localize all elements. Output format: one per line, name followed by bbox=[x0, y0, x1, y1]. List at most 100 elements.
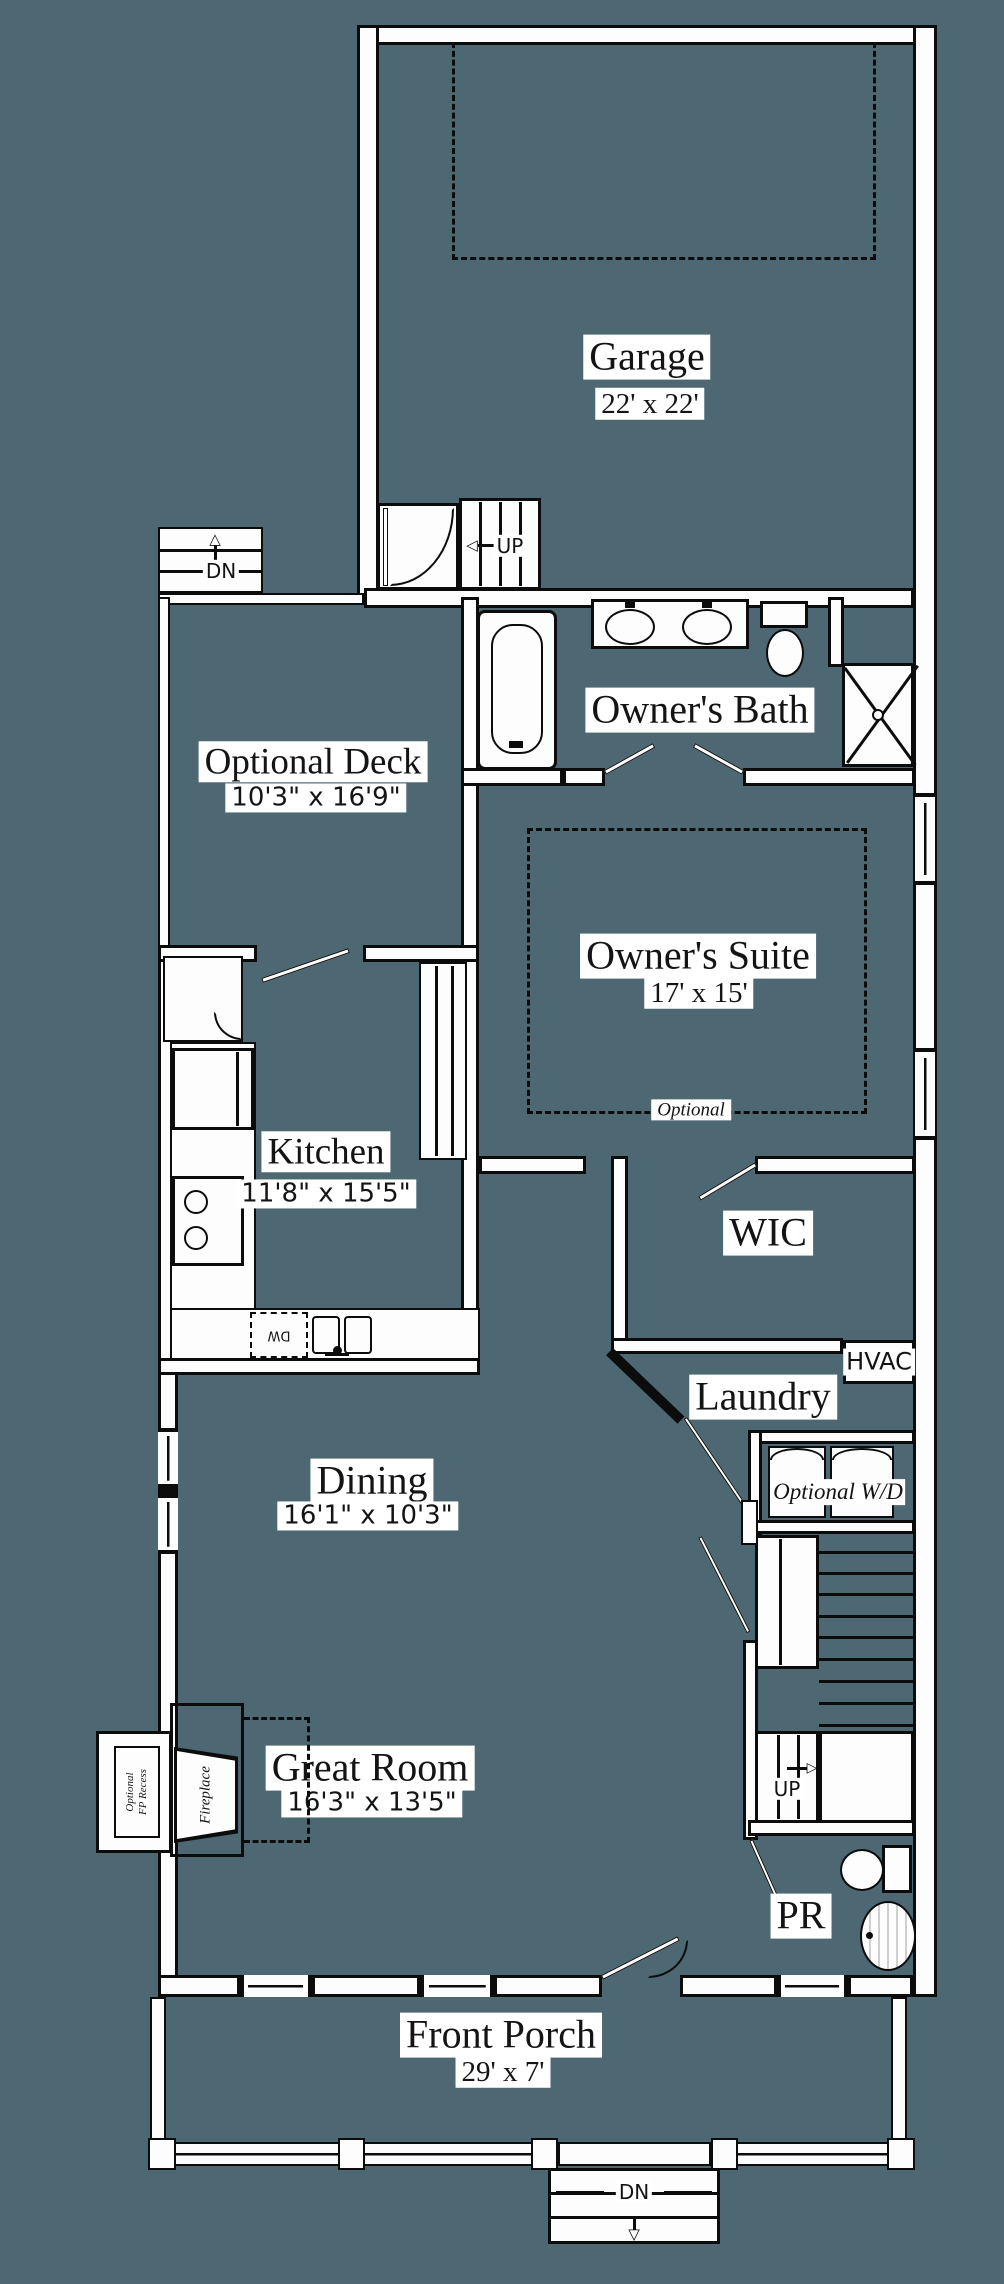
front-window bbox=[420, 1975, 494, 1997]
stair-landing bbox=[819, 1731, 914, 1823]
porch-dn-label: DN bbox=[615, 2180, 653, 2203]
tub-faucet-icon bbox=[509, 741, 523, 748]
stair-tread bbox=[819, 1636, 913, 1639]
kitchen-bottom-wall bbox=[158, 1358, 480, 1375]
garage-label: Garage bbox=[583, 334, 711, 380]
pr-faucet-icon bbox=[866, 1932, 873, 1939]
wic-label: WIC bbox=[723, 1210, 813, 1256]
porch-post bbox=[148, 2138, 176, 2170]
front-window bbox=[240, 1975, 312, 1997]
porch-railing bbox=[365, 2142, 531, 2166]
pr-toilet-bowl-icon bbox=[840, 1849, 884, 1891]
dn-arrow-tail bbox=[633, 2218, 636, 2230]
wic-bottom-wall bbox=[611, 1338, 843, 1354]
window-mullion bbox=[158, 1488, 178, 1494]
dishwasher-outline bbox=[250, 1312, 308, 1358]
porch-post bbox=[531, 2138, 558, 2170]
hall-closet-jamb bbox=[741, 1500, 758, 1545]
dn-leader-line bbox=[163, 570, 193, 573]
wd-closet-top-wall bbox=[753, 1430, 915, 1444]
deck-rail-top bbox=[158, 593, 364, 605]
dining-dims: 16'1" x 10'3" bbox=[277, 1501, 459, 1531]
bathtub bbox=[477, 610, 557, 770]
porch-post bbox=[338, 2138, 365, 2170]
optional-deck-label: Optional Deck bbox=[198, 741, 428, 783]
stair-tread bbox=[819, 1572, 913, 1575]
shower-divider-wall bbox=[828, 597, 844, 667]
bath-double-door-right bbox=[692, 743, 745, 775]
kitchen-dims: 11'8" x 15'5" bbox=[235, 1179, 417, 1209]
firebox bbox=[177, 1751, 235, 1839]
hvac-label: HVAC bbox=[843, 1348, 915, 1376]
owners-suite-dims: 17' x 15' bbox=[644, 976, 754, 1010]
porch-railing bbox=[176, 2142, 338, 2166]
stair-tread bbox=[819, 1551, 913, 1554]
deck-door bbox=[261, 948, 350, 983]
wic-door bbox=[698, 1162, 758, 1201]
pr-toilet-tank bbox=[882, 1845, 912, 1893]
garage-storage-dashed-outline bbox=[452, 42, 876, 260]
front-door-swing bbox=[648, 1940, 688, 1978]
landing-bottom-wall bbox=[748, 1820, 915, 1836]
laundry-label: Laundry bbox=[689, 1374, 837, 1420]
main-up-label: UP bbox=[770, 1777, 804, 1800]
toilet-tank bbox=[760, 601, 808, 628]
up-arrow-tail bbox=[478, 544, 496, 547]
hall-closet-door bbox=[698, 1536, 751, 1634]
up-arrow-tail bbox=[787, 1767, 807, 1770]
front-wall bbox=[680, 1975, 777, 1997]
dn-leader-line bbox=[245, 570, 259, 573]
toilet-bowl-icon bbox=[766, 629, 804, 677]
stair-tread bbox=[819, 1724, 913, 1727]
stair-half-wall bbox=[755, 1535, 819, 1669]
sink-faucet-bar bbox=[325, 1353, 349, 1356]
dining-window bbox=[158, 1494, 178, 1554]
optional-deck-dims: 10'3" x 16'9" bbox=[225, 783, 407, 813]
tray-optional-label: Optional bbox=[651, 1099, 731, 1121]
fp-recess-inner-box bbox=[114, 1746, 160, 1838]
bath-double-door-left bbox=[603, 743, 656, 775]
front-wall bbox=[848, 1975, 913, 1997]
left-arrow-icon: ◁ bbox=[466, 536, 478, 554]
bath-bottom-wall bbox=[563, 768, 605, 786]
stair-lower-flight bbox=[755, 1731, 819, 1823]
front-wall bbox=[312, 1975, 420, 1997]
burner-icon bbox=[184, 1190, 208, 1214]
dining-window bbox=[158, 1428, 178, 1488]
down-arrow-icon: ▽ bbox=[628, 2225, 640, 2243]
optional-wd-label: Optional W/D bbox=[771, 1479, 905, 1505]
bathtub-basin bbox=[491, 624, 543, 754]
garage-left-wall bbox=[357, 25, 379, 597]
deck-dn-label: DN bbox=[202, 559, 240, 582]
garage-dims: 22' x 22' bbox=[595, 387, 705, 421]
owners-bath-label: Owner's Bath bbox=[585, 687, 815, 733]
stair-tread bbox=[819, 1658, 913, 1661]
deck-left-rail bbox=[158, 597, 170, 947]
great-room-dims: 16'3" x 13'5" bbox=[281, 1788, 463, 1818]
faucet-icon bbox=[702, 601, 712, 608]
refrigerator-door-line bbox=[236, 1052, 239, 1126]
stair-tread bbox=[797, 1735, 800, 1819]
front-porch-label: Front Porch bbox=[400, 2012, 602, 2058]
right-exterior-wall bbox=[913, 25, 937, 1997]
stair-tread bbox=[777, 1735, 780, 1819]
dishwasher-label: DW bbox=[267, 1327, 291, 1343]
refrigerator bbox=[172, 1048, 254, 1130]
suite-bottom-wall bbox=[755, 1156, 915, 1174]
vanity-sink-icon bbox=[682, 609, 732, 645]
wic-left-wall bbox=[611, 1156, 628, 1348]
stair-half-wall-line bbox=[779, 1539, 782, 1665]
fireplace-label: Fireplace bbox=[197, 1766, 214, 1824]
front-wall bbox=[158, 1975, 240, 1997]
laundry-door bbox=[683, 1417, 747, 1508]
great-room-label: Great Room bbox=[265, 1745, 475, 1791]
kitchen-top-wall bbox=[363, 945, 479, 962]
pr-label: PR bbox=[770, 1893, 832, 1939]
wd-closet-bottom-wall bbox=[748, 1520, 915, 1534]
laundry-angled-wall bbox=[606, 1348, 685, 1424]
fireplace-box bbox=[170, 1703, 244, 1857]
tub-stub-wall bbox=[461, 768, 563, 786]
pantry-door-line bbox=[435, 966, 438, 1156]
